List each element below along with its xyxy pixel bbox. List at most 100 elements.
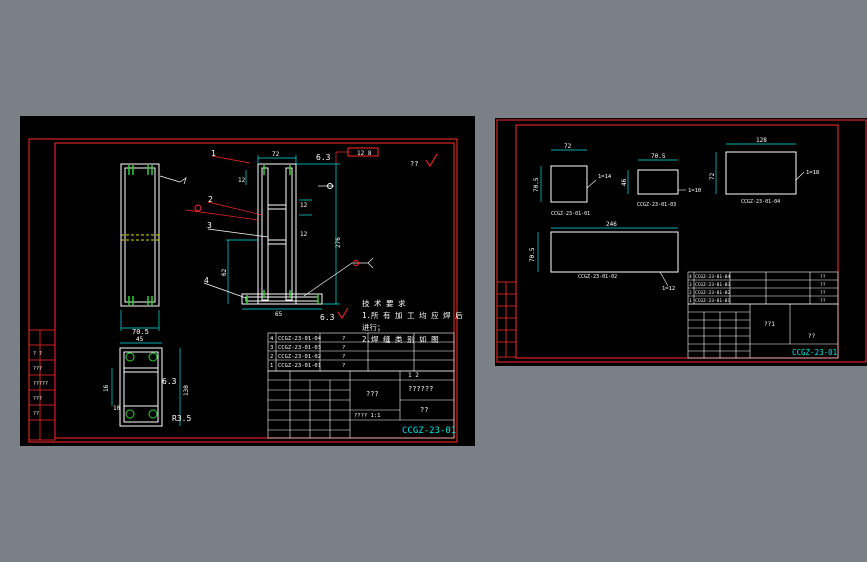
drawing-sheet-1: ? ? ??? ????? ??? ?? 70.5 xyxy=(20,116,475,446)
dim-radius: R3.5 xyxy=(172,414,191,423)
sheet-2-background xyxy=(495,118,867,366)
part-01-note: 1=14 xyxy=(598,174,612,180)
bom-no: 2 xyxy=(270,354,273,360)
part-number-4: 4 xyxy=(204,276,209,285)
bom2-code: CCGZ-23-01-01 xyxy=(695,298,731,304)
part-03-note: 1=10 xyxy=(688,188,701,194)
roughness-value-2: 6.3 xyxy=(320,313,335,322)
roughness-note: ?? xyxy=(410,160,418,168)
part-plate-01 xyxy=(550,165,588,203)
drawing-number-sheet-2: CCGZ-23-01 xyxy=(792,348,837,357)
part-03-label: CCGZ-23-01-03 xyxy=(637,202,676,208)
title-count: ???? 1:1 xyxy=(354,413,381,419)
sheet-1-outer-frame xyxy=(28,138,458,443)
bom2-qty: ?? xyxy=(820,282,826,288)
bom2-no: 1 xyxy=(689,298,692,304)
dim-plan-side: 16 xyxy=(103,384,110,392)
sheet-2-outer-frame xyxy=(496,119,867,363)
bom-qty: ? xyxy=(342,363,345,369)
bom2-code: CCGZ-23-01-04 xyxy=(695,274,731,280)
bom2-code: CCGZ-23-01-02 xyxy=(695,290,731,296)
title-cell: ??? xyxy=(366,390,379,398)
roughness-value-3: 6.3 xyxy=(162,377,177,386)
bom2-qty: ?? xyxy=(820,290,826,296)
part-03-dim-w: 70.5 xyxy=(651,153,666,160)
weld-symbol-circle xyxy=(194,204,202,212)
dim-12c: 12 xyxy=(300,231,308,238)
side-mark: ? ? xyxy=(33,351,42,357)
title-block-sheet-1 xyxy=(267,370,455,439)
bom-qty: ? xyxy=(342,354,345,360)
side-strip-table-2 xyxy=(496,281,517,358)
dim-height-right: 276 xyxy=(335,237,342,248)
dim-plan-small: 10 xyxy=(113,405,121,412)
part-02-dim-h: 70.5 xyxy=(529,247,536,262)
bom-no: 1 xyxy=(270,363,273,369)
weld-marks-right xyxy=(246,165,319,304)
sheet-1-inner-frame xyxy=(54,142,455,439)
part-plate-03 xyxy=(637,169,679,195)
plan-view xyxy=(119,347,163,427)
title-scale-2: ?? xyxy=(808,333,816,340)
side-mark: ?? xyxy=(33,411,39,417)
part-01-dim-h: 70.5 xyxy=(533,177,540,192)
dim-12a: 12 xyxy=(238,177,246,184)
title-cell-2: ??1 xyxy=(764,321,775,328)
title-sheet-no: 1 2 xyxy=(408,372,419,379)
dim-plan-height: 130 xyxy=(183,385,190,396)
front-view-left xyxy=(120,163,160,307)
side-mark: ??? xyxy=(33,396,42,402)
part-03-dim-h: 46 xyxy=(621,178,628,186)
dim-12b: 12 xyxy=(300,202,308,209)
title-block-sheet-2 xyxy=(687,303,839,359)
dim-width-top: 72 xyxy=(272,151,280,158)
part-number-2: 2 xyxy=(208,195,213,204)
part-01-label: CCGZ-23-01-01 xyxy=(551,211,590,217)
bom-no: 4 xyxy=(270,336,274,342)
bom-code: CCGZ-23-01-01 xyxy=(278,363,321,369)
part-04-note: 1=18 xyxy=(806,170,819,176)
part-01-dim-w: 72 xyxy=(564,143,572,150)
part-04-label: CCGZ-23-01-04 xyxy=(741,199,780,205)
tech-req-heading: 技 术 要 求 xyxy=(362,298,406,308)
dim-width-left: 70.5 xyxy=(132,328,149,336)
part-02-label: CCGZ-23-01-02 xyxy=(578,274,617,280)
part-04-dim-h: 72 xyxy=(709,172,716,180)
sheet-2-inner-frame xyxy=(515,124,839,359)
bom-code: CCGZ-23-01-03 xyxy=(278,345,321,351)
datum-box-text: 12 8 xyxy=(357,150,372,157)
bom2-qty: ?? xyxy=(820,298,826,304)
sheet-1-background xyxy=(20,116,475,446)
drawing-number-sheet-1: CCGZ-23-01 xyxy=(402,426,456,436)
part-04-dim-w: 128 xyxy=(756,137,767,144)
title-material: ?????? xyxy=(408,385,433,393)
part-number-1: 1 xyxy=(211,149,216,158)
bom2-qty: ?? xyxy=(820,274,826,280)
part-02-dim-w: 246 xyxy=(606,221,617,228)
roughness-value-1: 6.3 xyxy=(316,153,331,162)
tech-req-line-2: 进行； xyxy=(362,322,385,332)
bom2-no: 2 xyxy=(689,290,692,296)
bom-code: CCGZ-23-01-02 xyxy=(278,354,321,360)
bom2-code: CCGZ-23-01-03 xyxy=(695,282,731,288)
bom-qty: ? xyxy=(342,336,345,342)
side-mark: ??? xyxy=(33,366,42,372)
weld-marks-left xyxy=(128,165,153,305)
tech-req-line-3: 2.焊 缝 类 别 如 图 xyxy=(362,334,439,344)
side-mark: ????? xyxy=(33,381,48,387)
front-view-right xyxy=(241,163,323,305)
part-plate-04 xyxy=(725,151,797,195)
bom-no: 3 xyxy=(270,345,273,351)
bom-qty: ? xyxy=(342,345,345,351)
dim-side-height: 62 xyxy=(221,268,228,276)
tech-req-line-1: 1.所 有 加 工 均 应 焊 后 xyxy=(362,310,463,320)
side-strip-table xyxy=(28,329,56,441)
drawing-sheet-2: 72 70.5 1=14 CCGZ-23-01-01 70.5 46 1=10 … xyxy=(495,118,867,366)
part-number-3: 3 xyxy=(207,221,212,230)
part-plate-02 xyxy=(550,231,679,273)
dim-bottom-width: 65 xyxy=(275,311,283,318)
title-scale: ?? xyxy=(420,406,428,414)
roughness-symbol-general xyxy=(425,153,438,167)
dim-plan-width: 45 xyxy=(136,336,144,343)
